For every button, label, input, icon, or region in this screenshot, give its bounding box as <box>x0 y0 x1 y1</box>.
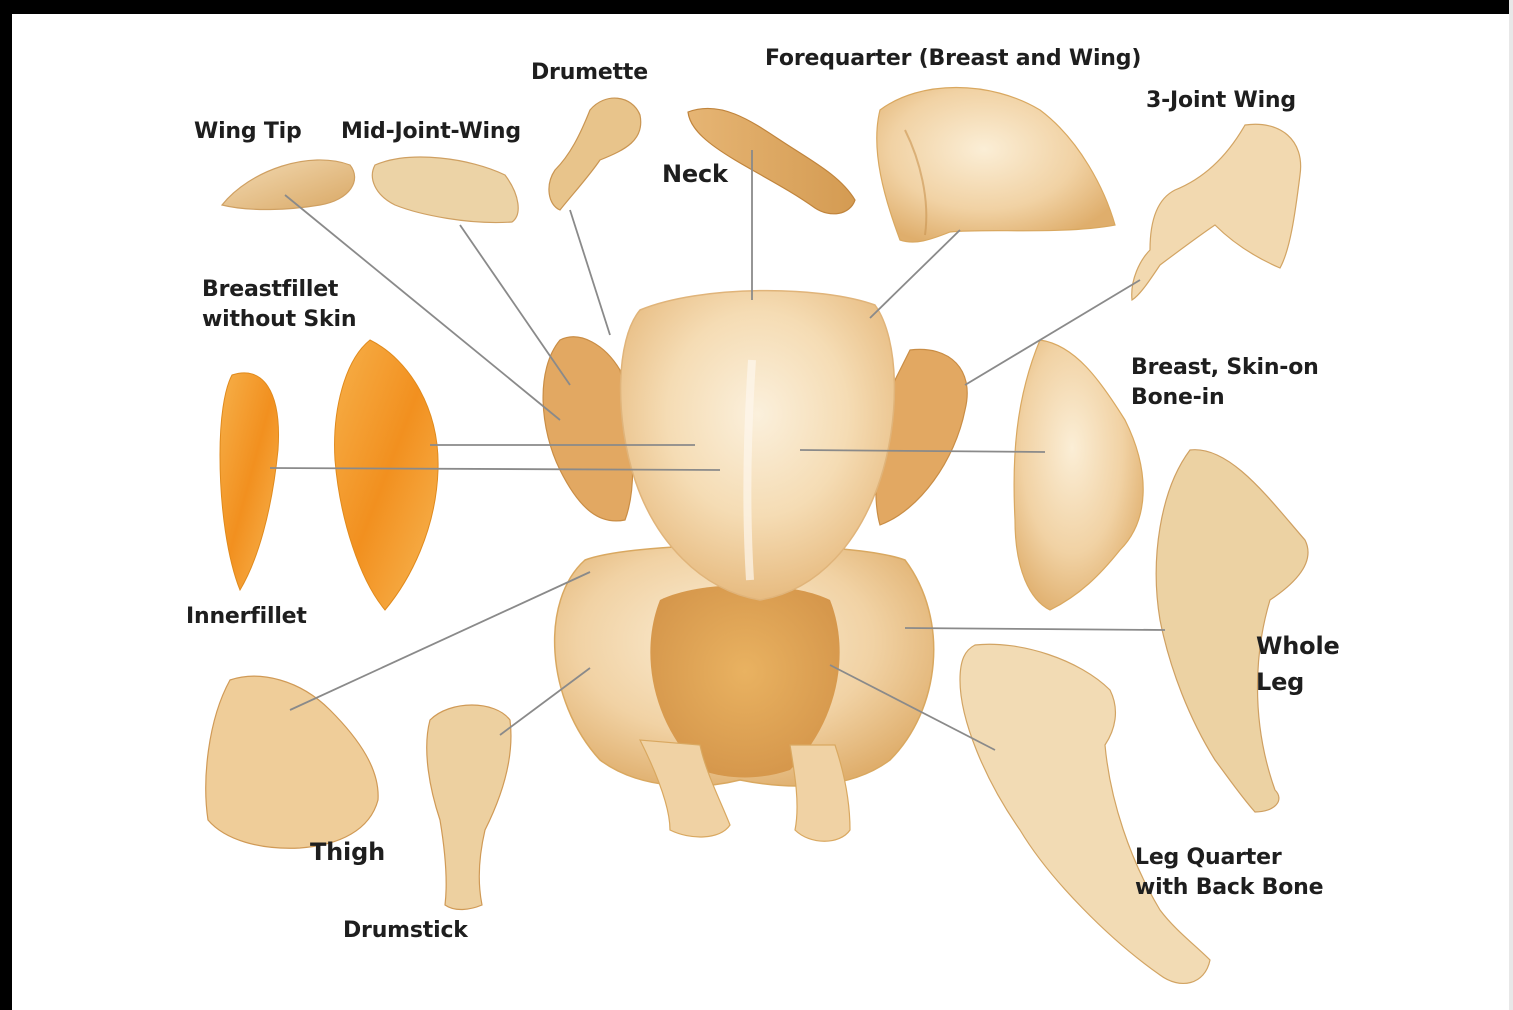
label-thigh: Thigh <box>310 836 385 868</box>
forequarter-piece <box>877 88 1115 243</box>
label-breast-skin-on-line1: Breast, Skin-on <box>1131 353 1319 383</box>
label-drumette: Drumette <box>531 58 648 88</box>
label-3-joint-wing: 3-Joint Wing <box>1146 86 1296 116</box>
label-leg-quarter-line1: Leg Quarter <box>1135 843 1323 873</box>
label-whole-leg-line2: Leg <box>1256 664 1340 700</box>
drumstick-piece <box>427 705 511 910</box>
label-breast-skin-on: Breast, Skin-on Bone-in <box>1131 353 1319 412</box>
innerfillet-piece <box>220 373 279 590</box>
label-breast-skin-on-line2: Bone-in <box>1131 383 1319 413</box>
whole-chicken <box>543 291 967 842</box>
label-mid-joint-wing: Mid-Joint-Wing <box>341 117 521 147</box>
label-wing-tip: Wing Tip <box>194 117 302 147</box>
label-drumstick: Drumstick <box>343 916 468 946</box>
breastfillet-piece <box>335 340 439 610</box>
three-joint-wing-piece <box>1132 124 1301 300</box>
wing-tip-piece <box>222 160 355 210</box>
mid-joint-wing-piece <box>372 157 518 222</box>
label-whole-leg: Whole Leg <box>1256 628 1340 700</box>
leg-quarter-piece <box>960 644 1210 983</box>
thigh-piece <box>206 676 378 848</box>
label-breastfillet-line1: Breastfillet <box>202 275 356 305</box>
label-neck: Neck <box>662 158 728 190</box>
label-whole-leg-line1: Whole <box>1256 628 1340 664</box>
label-breastfillet: Breastfillet without Skin <box>202 275 356 334</box>
drumette-piece <box>549 98 641 210</box>
label-breastfillet-line2: without Skin <box>202 305 356 335</box>
label-forequarter: Forequarter (Breast and Wing) <box>765 44 1141 74</box>
label-leg-quarter: Leg Quarter with Back Bone <box>1135 843 1323 902</box>
label-leg-quarter-line2: with Back Bone <box>1135 873 1323 903</box>
breast-skin-on-piece <box>1014 340 1143 610</box>
label-innerfillet: Innerfillet <box>186 602 307 632</box>
